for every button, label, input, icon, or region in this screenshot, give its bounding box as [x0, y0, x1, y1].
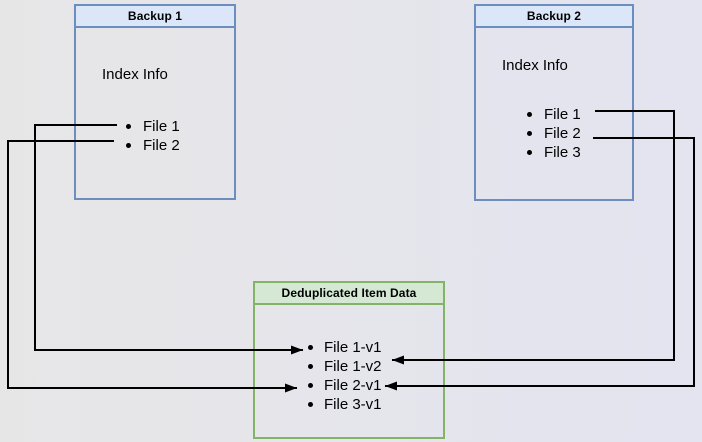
file-item: File 3-v1 [308, 395, 382, 414]
backup2-file-list: File 1 File 2 File 3 [527, 105, 581, 162]
backup2-box: Backup 2 Index Info File 1 File 2 File 3 [474, 4, 634, 201]
backup2-title: Backup 2 [526, 9, 582, 23]
dedup-file-list: File 1-v1 File 1-v2 File 2-v1 File 3-v1 [308, 338, 382, 414]
dedup-body: File 1-v1 File 1-v2 File 2-v1 File 3-v1 [255, 305, 443, 437]
backup1-box: Backup 1 Index Info File 1 File 2 [74, 4, 236, 200]
backup1-file-list: File 1 File 2 [126, 117, 180, 155]
file-item: File 1-v2 [308, 357, 382, 376]
file-item: File 2 [527, 124, 581, 143]
dedup-header: Deduplicated Item Data [255, 283, 443, 305]
file-item: File 2-v1 [308, 376, 382, 395]
backup2-index-info-label: Index Info [502, 57, 568, 74]
backup1-header: Backup 1 [76, 6, 234, 28]
dedup-box: Deduplicated Item Data File 1-v1 File 1-… [253, 281, 445, 439]
backup1-body: Index Info File 1 File 2 [76, 28, 234, 198]
dedup-title: Deduplicated Item Data [281, 286, 417, 300]
backup2-body: Index Info File 1 File 2 File 3 [476, 28, 632, 199]
file-item: File 1 [527, 105, 581, 124]
backup2-header: Backup 2 [476, 6, 632, 28]
file-item: File 1 [126, 117, 180, 136]
backup1-index-info-label: Index Info [102, 66, 168, 83]
file-item: File 1-v1 [308, 338, 382, 357]
backup1-title: Backup 1 [127, 9, 183, 23]
file-item: File 3 [527, 143, 581, 162]
file-item: File 2 [126, 136, 180, 155]
